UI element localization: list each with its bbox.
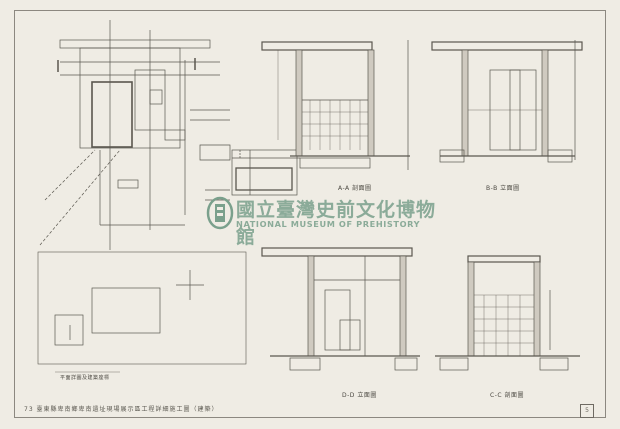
floor-plan [39,20,231,250]
section-dd [261,247,420,371]
label-plan-note: 平面詳圖及建築座標 [60,375,110,381]
label-section-aa: A-A 剖面圖 [338,185,372,192]
museum-logo-icon [206,196,234,230]
detail-section-small [231,149,300,196]
sheet-border [14,10,606,418]
label-section-dd: D-D 立面圖 [342,392,377,399]
label-section-bb: B-B 立面圖 [486,185,520,192]
museum-watermark: 國立臺灣史前文化博物館 NATIONAL MUSEUM OF PREHISTOR… [206,195,446,248]
watermark-english: NATIONAL MUSEUM OF PREHISTORY [236,219,421,229]
section-aa [261,40,410,170]
section-bb [431,40,583,163]
label-section-cc: C-C 剖面圖 [490,392,524,399]
sheet-number: 5 [580,404,594,418]
section-cc [435,255,580,371]
sheet-caption: 73 臺東縣卑南鄉卑南遺址現場展示區工程詳細施工圖（建築） [24,406,219,413]
watermark-chinese: 國立臺灣史前文化博物館 [236,199,437,248]
site-plan [37,251,247,373]
